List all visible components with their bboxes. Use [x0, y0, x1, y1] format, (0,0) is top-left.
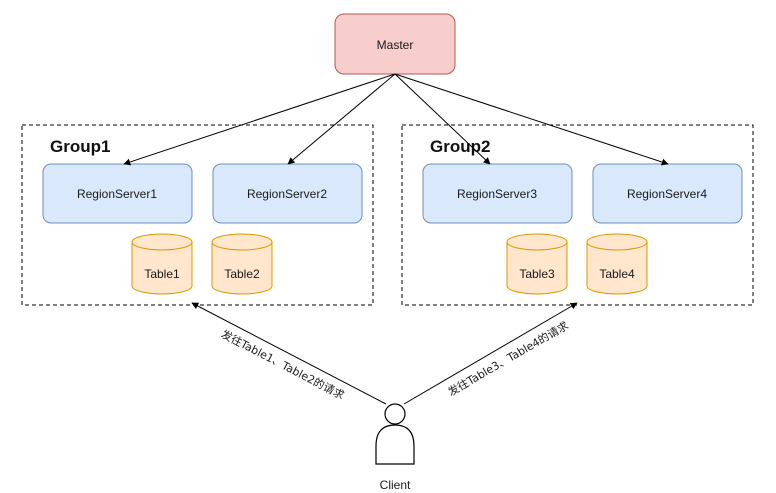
client-to-group2-arrow — [403, 302, 578, 405]
client-label: Client — [380, 478, 411, 492]
regionserver1-box — [42, 163, 193, 224]
table2-label: Table2 — [224, 267, 260, 281]
regionserver4-label: RegionServer4 — [627, 187, 707, 201]
master-edges — [123, 73, 669, 166]
person-icon-head — [384, 403, 406, 425]
table3-cylinder-rim — [506, 241, 568, 251]
person-icon — [375, 403, 415, 465]
regionserver3-label: RegionServer3 — [457, 187, 537, 201]
group1-title: Group1 — [50, 137, 110, 156]
table4-cylinder-body — [586, 233, 648, 295]
regionserver2-label: RegionServer2 — [247, 187, 327, 201]
regionserver2-node: RegionServer2 — [212, 163, 363, 224]
group1-border — [21, 124, 374, 306]
master-label: Master — [377, 38, 414, 52]
master-node: Master — [334, 13, 456, 75]
table1-label: Table1 — [144, 267, 180, 281]
master-to-regionserver1-arrow — [123, 73, 396, 166]
table4-cylinder-rim — [586, 241, 648, 251]
regionserver4-node: RegionServer4 — [592, 163, 743, 224]
group2-title: Group2 — [430, 137, 490, 156]
table4-cylinder: Table4 — [586, 233, 648, 295]
group2-container: Group2 RegionServer3 RegionServer4 Table… — [401, 124, 754, 306]
regionserver1-node: RegionServer1 — [42, 163, 193, 224]
table3-cylinder: Table3 — [506, 233, 568, 295]
client-actor: Client — [375, 403, 415, 492]
table2-cylinder-body — [211, 233, 273, 295]
regionserver1-label: RegionServer1 — [77, 187, 157, 201]
client-to-group1-arrow — [191, 302, 387, 405]
group1-request-label: 发往Table1、Table2的请求 — [219, 327, 347, 403]
table1-cylinder-body — [131, 233, 193, 295]
master-to-regionserver2-arrow — [287, 73, 396, 165]
master-to-regionserver3-arrow — [394, 73, 491, 165]
group2-border — [401, 124, 754, 306]
table2-cylinder-rim — [211, 241, 273, 251]
master-to-regionserver4-arrow — [394, 73, 669, 166]
table1-cylinder: Table1 — [131, 233, 193, 295]
person-icon-body — [375, 424, 415, 465]
group2-request-label: 发往Table3、Table4的请求 — [445, 318, 571, 399]
client-edges — [191, 302, 578, 405]
regionserver3-node: RegionServer3 — [422, 163, 573, 224]
table2-cylinder: Table2 — [211, 233, 273, 295]
table3-cylinder-body — [506, 233, 568, 295]
table3-label: Table3 — [519, 267, 555, 281]
group1-container: Group1 RegionServer1 RegionServer2 Table… — [21, 124, 374, 306]
table4-label: Table4 — [599, 267, 635, 281]
regionserver3-box — [422, 163, 573, 224]
table1-cylinder-rim — [131, 241, 193, 251]
